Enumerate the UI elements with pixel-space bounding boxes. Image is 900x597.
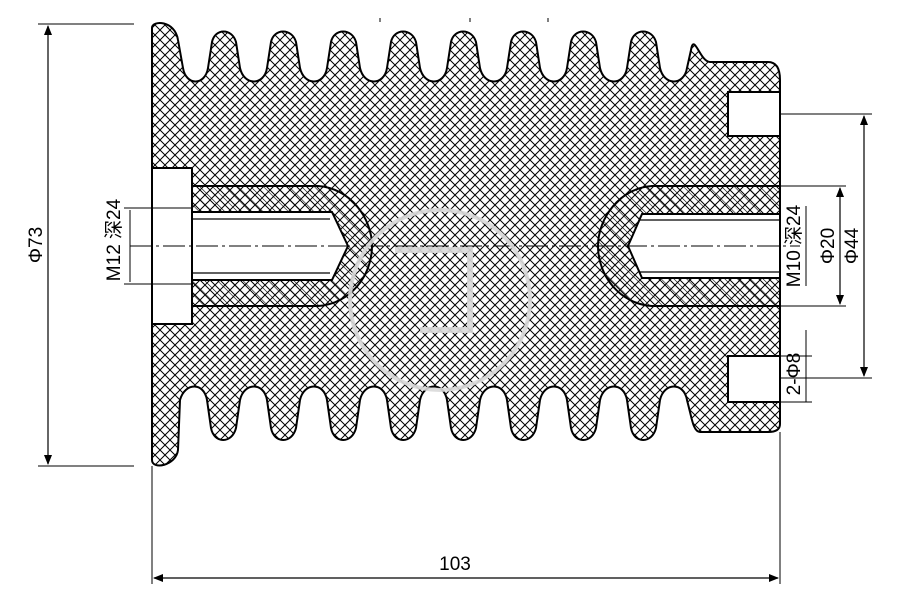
watermark-logo <box>348 208 532 392</box>
dim-left-thread-label: M12 深24 <box>103 198 125 281</box>
dim-outer-diameter-label: Φ73 <box>26 227 47 263</box>
dim-pcd-label: Φ44 <box>842 227 863 264</box>
dim-boss-label: Φ20 <box>818 228 839 264</box>
dim-length-label: 103 <box>439 554 471 575</box>
dim-right-thread-label: M10 深24 <box>783 204 805 287</box>
dim-pin-holes-label: 2-Φ8 <box>784 353 805 396</box>
pin-hole-bottom <box>727 355 781 403</box>
insulator-body <box>151 22 781 467</box>
top-tick-marks <box>379 18 549 22</box>
pin-hole-top <box>727 91 781 137</box>
